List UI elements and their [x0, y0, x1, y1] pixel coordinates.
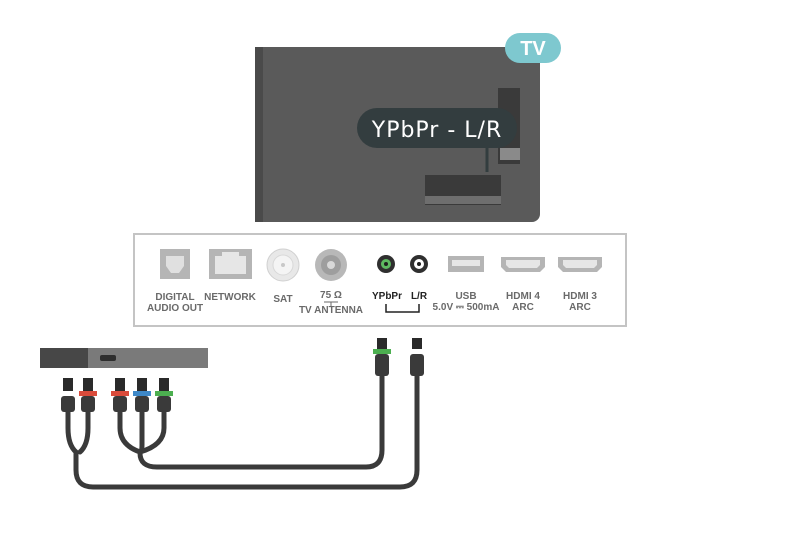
source-device — [40, 348, 208, 368]
network-port — [209, 249, 252, 279]
ypbpr-lr-bracket — [385, 304, 420, 313]
plug-green-tv — [373, 338, 391, 376]
rca-plugs-tv — [373, 338, 426, 376]
plug-green — [155, 378, 173, 412]
usb-port — [448, 256, 484, 272]
hdmi4-label-2: ARC — [512, 302, 534, 313]
antenna-symbol — [324, 301, 338, 307]
digital-audio-out-label-1: DIGITAL — [155, 292, 194, 303]
hdmi4-label-1: HDMI 4 — [506, 291, 540, 302]
hdmi4-port — [501, 257, 545, 272]
tv-badge: TV — [505, 33, 561, 63]
plug-white-tv — [408, 338, 426, 376]
connector-panel — [133, 233, 627, 327]
sat-port — [266, 248, 300, 282]
antenna-port — [315, 249, 347, 281]
usb-label-1: USB — [455, 291, 476, 302]
digital-audio-out-port — [160, 249, 190, 279]
lr-jack — [410, 255, 428, 273]
lr-label: L/R — [411, 291, 428, 302]
antenna-label-1: 75 Ω — [320, 290, 342, 301]
tv-badge-text: TV — [520, 38, 546, 60]
hdmi3-label-2: ARC — [569, 302, 591, 313]
usb-label-2: 5.0V ⎓ 500mA — [433, 302, 500, 313]
antenna-label-2: TV ANTENNA — [299, 305, 363, 316]
digital-audio-out-label-2: AUDIO OUT — [147, 303, 203, 314]
hdmi3-port — [558, 257, 602, 272]
ypbpr-label: YPbPr — [372, 291, 402, 302]
plug-red-video — [111, 378, 129, 412]
ypbpr-jack — [377, 255, 395, 273]
connection-label-text: YPbPr - L/R — [371, 118, 502, 143]
cables — [65, 369, 420, 490]
connection-label: YPbPr - L/R — [357, 108, 517, 172]
plug-white-left — [59, 378, 77, 412]
rca-plugs-device — [59, 378, 173, 412]
network-label: NETWORK — [204, 292, 256, 303]
plug-red-left — [79, 378, 97, 412]
hdmi3-label-1: HDMI 3 — [563, 291, 597, 302]
sat-label: SAT — [273, 294, 292, 305]
plug-blue — [133, 378, 151, 412]
